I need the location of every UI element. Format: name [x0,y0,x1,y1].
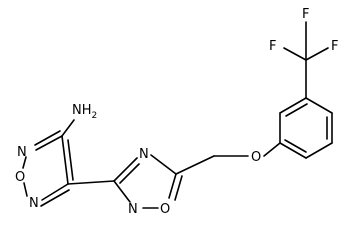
atom-furazan-n-bottom: N [29,196,39,211]
atom-oxadiazole-o: O [160,202,170,217]
bonds [22,21,333,209]
bond-b6-b1-double [284,139,307,153]
bond-c5-ch2 [175,155,215,175]
bond-c3-n2-double [34,130,61,146]
bond-c5-o1ox [168,173,177,199]
bond-c3-nh2 [61,119,75,137]
atom-labels: NH2 N O N N N O O F F F [15,7,338,217]
bond-b6-b1 [279,142,307,159]
atom-fluorine-right: F [331,39,338,54]
bond-c5-o1ox-double [174,175,183,201]
bond-b5-b6 [305,142,333,159]
bond-c3-c4 [61,135,69,185]
atom-nh2-main: NH [72,103,92,118]
bond-c3ox-n4-double [119,163,140,184]
bond-o1-n5 [23,182,28,197]
atom-fluorine-left: F [269,39,276,54]
atom-fluorine-top: F [302,7,309,22]
bond-c3-c4-double [67,139,74,181]
bond-n5-c4 [41,183,69,201]
atom-nh2: NH2 [72,103,97,121]
bond-c-f-left [283,47,307,61]
atom-nh2-subscript: 2 [92,111,98,121]
bond-c3ox-n4 [113,157,138,182]
atom-ether-o: O [251,150,261,165]
bond-b3-b4 [305,97,333,114]
atom-oxadiazole-n-bottom: N [128,202,138,217]
bond-c3-n2 [35,135,63,151]
bond-c4-c3ox [67,180,115,185]
bond-c-f-right [305,47,329,61]
bond-n2-o1 [22,156,27,169]
molecule-structure: NH2 N O N N N O O F F F [15,7,338,217]
bond-b2-b3-double [285,103,308,117]
atom-furazan-o: O [15,170,25,185]
bond-oether-ring [263,142,281,157]
bond-n2ox-c3ox [113,180,131,203]
bond-n5-c4-double [40,189,70,207]
atom-furazan-n-top: N [17,145,27,160]
bond-n4-c5 [150,154,177,175]
atom-oxadiazole-n-top: N [139,147,149,162]
bond-b2-b3 [279,97,307,114]
